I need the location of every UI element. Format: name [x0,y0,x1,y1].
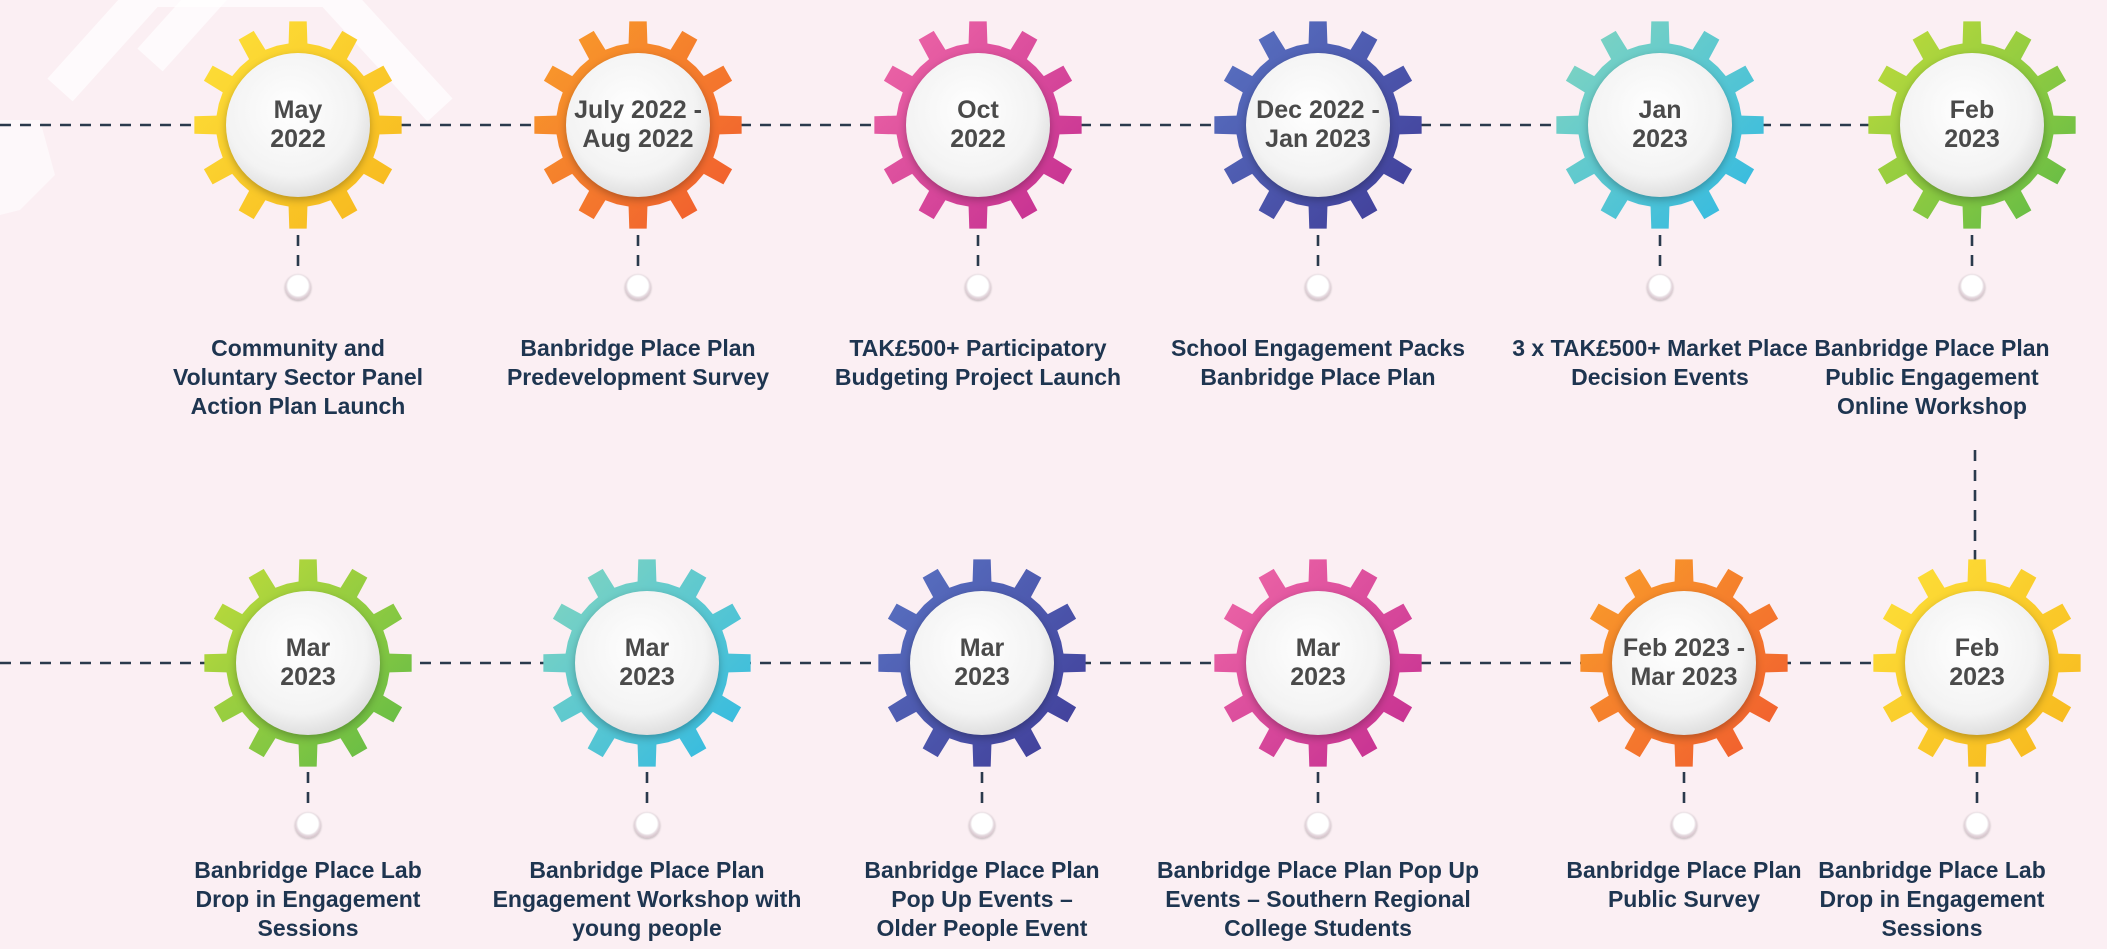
gear-icon: Feb 2023 [1872,558,2082,768]
milestone-label: Banbridge Place Plan Public Survey [1566,857,1802,912]
milestone-date: Dec 2022 - Jan 2023 [1256,96,1380,153]
milestone-marker [285,274,311,300]
milestone-date: Mar 2023 [619,634,675,691]
milestone-label: Banbridge Place Plan Pop Up Events – Sou… [1156,857,1480,941]
milestone-date: Mar 2023 [280,634,336,691]
milestone-date: Mar 2023 [954,634,1010,691]
gear-icon: Mar 2023 [203,558,413,768]
milestone-date: Jan 2023 [1632,96,1688,153]
milestone-date: July 2022 - Aug 2022 [574,96,702,153]
gear-icon: Feb 2023 [1867,20,2077,230]
milestone-marker [1305,274,1331,300]
gear-icon: May 2022 [193,20,403,230]
milestone-marker [1671,812,1697,838]
milestone-label: School Engagement Packs Banbridge Place … [1171,335,1465,390]
milestone-label: Community and Voluntary Sector Panel Act… [172,335,424,419]
gear-icon: Mar 2023 [1213,558,1423,768]
gear-icon: Dec 2022 - Jan 2023 [1213,20,1423,230]
milestone-label: Banbridge Place Plan Public Engagement O… [1814,335,2050,419]
milestone-date: Feb 2023 [1944,96,2000,153]
milestone-marker [295,812,321,838]
milestone-marker [634,812,660,838]
milestone-label: Banbridge Place Plan Engagement Workshop… [492,857,802,941]
milestone-marker [1305,812,1331,838]
milestone-marker [969,812,995,838]
gear-icon: Feb 2023 - Mar 2023 [1579,558,1789,768]
milestone-marker [1959,274,1985,300]
milestone-date: Oct 2022 [950,96,1006,153]
milestone-label: Banbridge Place Lab Drop in Engagement S… [1818,857,2046,941]
milestone-marker [1647,274,1673,300]
gear-icon: Mar 2023 [877,558,1087,768]
gear-icon: July 2022 - Aug 2022 [533,20,743,230]
milestone-label: Banbridge Place Lab Drop in Engagement S… [194,857,422,941]
milestone-date: May 2022 [270,96,326,153]
milestone-marker [1964,812,1990,838]
milestone-label: Banbridge Place Plan Pop Up Events – Old… [864,857,1100,941]
milestone-date: Feb 2023 - Mar 2023 [1622,634,1746,691]
milestone-date: Mar 2023 [1290,634,1346,691]
milestone-date: Feb 2023 [1949,634,2005,691]
milestone-marker [625,274,651,300]
milestone-marker [965,274,991,300]
gear-icon: Oct 2022 [873,20,1083,230]
milestone-label: TAK£500+ Participatory Budgeting Project… [834,335,1122,390]
gear-icon: Mar 2023 [542,558,752,768]
gear-icon: Jan 2023 [1555,20,1765,230]
milestone-label: 3 x TAK£500+ Market Place Decision Event… [1512,335,1808,390]
milestone-label: Banbridge Place Plan Predevelopment Surv… [506,335,770,390]
